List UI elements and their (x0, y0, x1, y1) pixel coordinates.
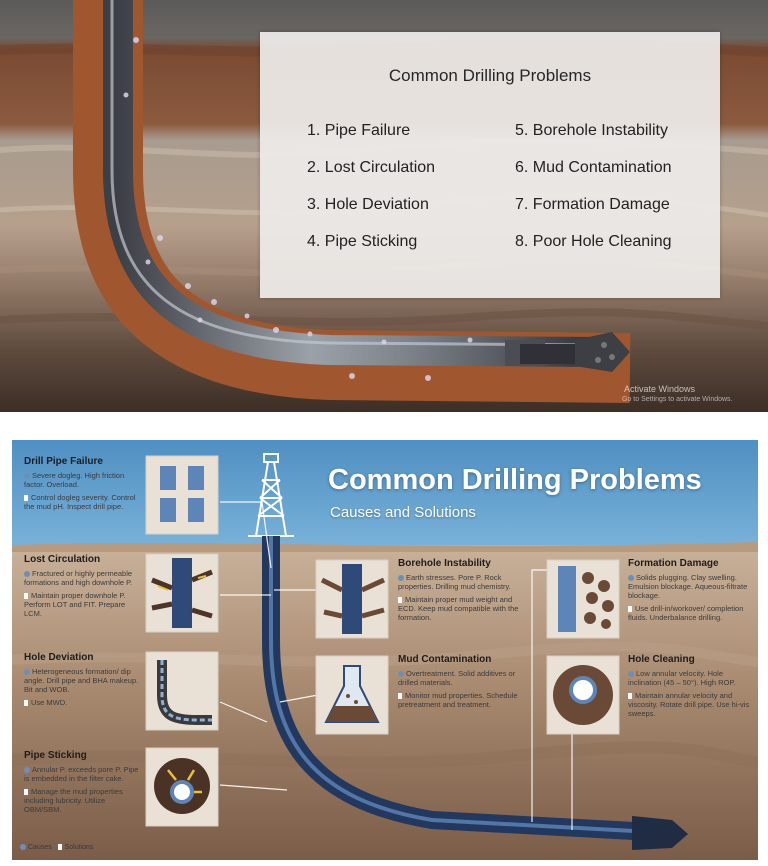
legend-solution-icon (57, 844, 62, 851)
section-heading: Drill Pipe Failure (24, 456, 103, 467)
infographic-title: Common Drilling Problems (328, 464, 702, 496)
cuttings-bed-icon (553, 665, 613, 725)
cause-text: Heterogeneous formation/ dip angle. Dril… (24, 667, 139, 694)
solution-text: Use drill-in/workover/ completion fluids… (628, 604, 744, 622)
broken-pipe-icon (160, 466, 204, 522)
section-heading: Lost Circulation (24, 554, 101, 565)
solution-icon (24, 789, 28, 796)
solution-icon (24, 495, 28, 502)
cause-icon (628, 575, 634, 582)
solution-text: Use MWD. (31, 698, 68, 707)
cause-icon (398, 575, 404, 582)
plugged-formation-icon (558, 566, 614, 632)
section-heading: Pipe Sticking (24, 750, 87, 761)
cause-icon (24, 669, 30, 676)
solution-text: Maintain proper mud weight and ECD. Keep… (398, 595, 519, 622)
deviated-hole-icon (157, 660, 212, 725)
cause-icon (24, 571, 30, 578)
problem-item-5: 5. Borehole Instability (515, 122, 668, 139)
section-borehole-instability: Borehole Instability Earth stresses. Por… (398, 558, 526, 622)
legend-cause-label: Causes (28, 844, 52, 851)
solution-text: Maintain proper downhole P. Perform LOT … (24, 591, 126, 618)
legend: Causes Solutions (20, 844, 93, 851)
problem-item-7: 7. Formation Damage (515, 196, 670, 213)
cause-text: Low annular velocity. Hole inclination (… (628, 669, 736, 687)
problem-item-8: 8. Poor Hole Cleaning (515, 233, 672, 250)
section-pipe-sticking: Pipe Sticking Annular P. exceeds pore P.… (24, 750, 142, 814)
solution-text: Monitor mud properties. Schedule pretrea… (398, 691, 518, 709)
section-heading: Mud Contamination (398, 654, 492, 665)
solution-icon (398, 693, 402, 700)
infographic-subtitle: Causes and Solutions (330, 504, 476, 521)
problem-item-1: 1. Pipe Failure (307, 122, 411, 139)
section-hole-cleaning: Hole Cleaning Low annular velocity. Hole… (628, 654, 752, 718)
section-lost-circulation: Lost Circulation Fractured or highly per… (24, 554, 142, 618)
section-drill-pipe-failure: Drill Pipe Failure Severe dogleg. High f… (24, 456, 142, 511)
solution-icon (24, 593, 28, 600)
section-heading: Hole Deviation (24, 652, 94, 663)
cause-text: Severe dogleg. High friction factor. Ove… (24, 471, 125, 489)
infographic-background (12, 440, 758, 860)
top-photo-panel: Common Drilling Problems 1. Pipe Failure… (0, 0, 768, 412)
contaminated-flask-icon (324, 665, 380, 723)
cause-text: Earth stresses. Pore P. Rock properties.… (398, 573, 511, 591)
solution-icon (628, 606, 632, 613)
cause-text: Fractured or highly permeable formations… (24, 569, 133, 587)
problem-item-6: 6. Mud Contamination (515, 159, 672, 176)
solution-text: Maintain annular velocity and viscosity.… (628, 691, 750, 718)
solution-text: Control dogleg severity. Control the mud… (24, 493, 136, 511)
cause-icon (628, 671, 634, 678)
problem-item-4: 4. Pipe Sticking (307, 233, 418, 250)
solution-icon (24, 700, 28, 707)
cause-text: Overtreatment. Solid additives or drille… (398, 669, 516, 687)
problem-item-2: 2. Lost Circulation (307, 159, 436, 176)
pipe-failure-icon-box (145, 455, 219, 535)
infographic-panel: Common Drilling Problems Causes and Solu… (12, 440, 758, 860)
section-mud-contamination: Mud Contamination Overtreatment. Solid a… (398, 654, 526, 709)
cause-text: Annular P. exceeds pore P. Pipe is embed… (24, 765, 139, 783)
problems-card: Common Drilling Problems 1. Pipe Failure… (260, 32, 720, 298)
activation-watermark: Activate Windows (624, 384, 696, 394)
borehole-collapse-icon (320, 564, 386, 634)
solution-text: Manage the mud properties including lubr… (24, 787, 123, 814)
section-heading: Borehole Instability (398, 558, 491, 569)
card-title: Common Drilling Problems (388, 66, 592, 85)
problem-item-3: 3. Hole Deviation (307, 196, 429, 213)
solution-icon (628, 693, 632, 700)
legend-solution-label: Solutions (64, 844, 94, 851)
section-heading: Formation Damage (628, 558, 719, 569)
section-heading: Hole Cleaning (628, 654, 695, 665)
cause-icon (24, 767, 30, 774)
cause-text: Solids plugging. Clay swelling. Emulsion… (628, 573, 748, 600)
activation-watermark-hint: Go to Settings to activate Windows. (622, 396, 733, 403)
cause-icon (24, 473, 30, 480)
legend-cause-icon (20, 844, 26, 851)
fractured-pipe-icon (151, 558, 213, 628)
cause-icon (398, 671, 404, 678)
solution-icon (398, 597, 402, 604)
section-hole-deviation: Hole Deviation Heterogeneous formation/ … (24, 652, 142, 707)
section-formation-damage: Formation Damage Solids plugging. Clay s… (628, 558, 752, 622)
stuck-pipe-icon (154, 758, 210, 814)
